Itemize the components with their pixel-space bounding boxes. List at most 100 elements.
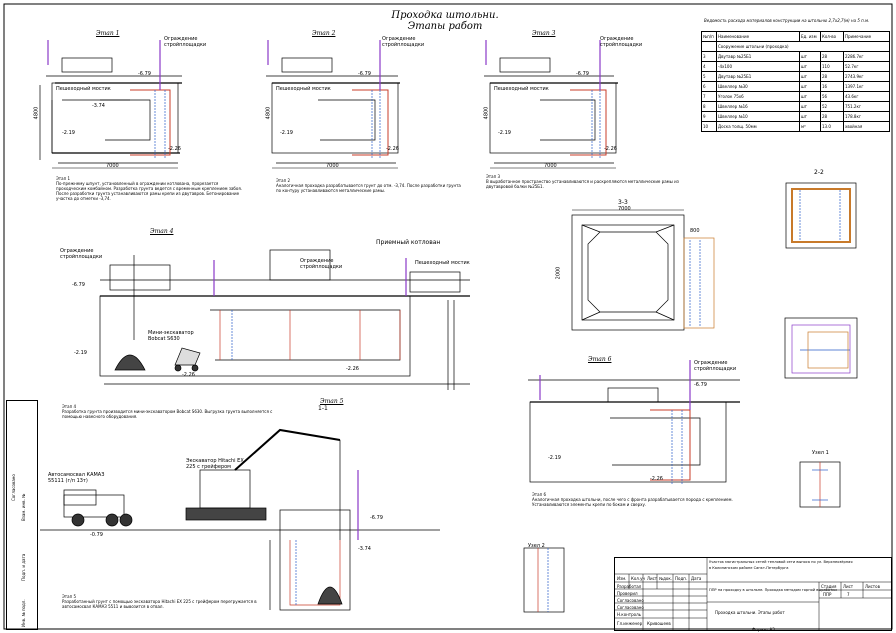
- node-11: [523, 547, 565, 613]
- level-9: -2.19: [498, 130, 511, 136]
- fence-label-4: Ограждение стройплощадки: [60, 248, 103, 260]
- stamp-sheets-lbl: Листов: [865, 584, 880, 589]
- table-cell: 5: [701, 71, 717, 82]
- table-cell: 43.6кг: [843, 91, 890, 102]
- truck-label: Автосамосвал КАМАЗ 55111 (г/п 13т): [48, 472, 105, 484]
- materials-table: №п/п Наименование Ед. изм Кол-во Примеча…: [701, 31, 890, 132]
- level-5: -6.79: [358, 71, 371, 77]
- left-strip: Взам. инв. № Подп. и дата Инв. № подл. С…: [6, 400, 38, 630]
- table-cell: 1397.1кг: [843, 81, 890, 92]
- table-cell: 56: [820, 91, 844, 102]
- dim-2000: 2000: [555, 266, 562, 280]
- table-cell: 4: [701, 61, 717, 72]
- note-stage4: Этап 4 Разработка грунта производится ми…: [62, 404, 273, 419]
- table-subheader: Сооружение штольни (проходка): [716, 41, 890, 52]
- stamp-col: Подп.: [675, 576, 688, 581]
- table-cell: 52: [820, 101, 844, 112]
- table-cell: 13.0: [820, 121, 844, 132]
- stamp-col: Лист: [647, 576, 658, 581]
- table-header: Примечание: [843, 31, 890, 42]
- dim-4800-1: 4800: [33, 106, 40, 120]
- table-cell: 52.7кг: [843, 61, 890, 72]
- level-20: -0.79: [90, 532, 103, 538]
- dim-4800-3: 4800: [483, 106, 490, 120]
- stamp-stage-val: ППР: [823, 592, 832, 597]
- stamp-sheet-lbl: Лист: [843, 584, 854, 589]
- fence-label-1: Ограждение стройплощадки: [164, 36, 207, 48]
- table-cell: 10: [701, 121, 717, 132]
- table-cell: 110: [820, 61, 844, 72]
- stamp-grid: [615, 558, 891, 630]
- table-cell: 28: [820, 51, 844, 62]
- title-block: Изм. Кол.уч Лист №док. Подп. Дата Разраб…: [614, 557, 892, 631]
- table-cell: м³: [799, 121, 821, 132]
- section-11-label: 1-1: [318, 405, 328, 412]
- table-cell: хвойная: [843, 121, 890, 132]
- table-header: Ед. изм: [799, 31, 821, 42]
- cross-gallery-label: Приемный котлован: [376, 239, 441, 246]
- level-16: -2.19: [548, 455, 561, 461]
- table-cell: Доска толщ. 50мм: [716, 121, 800, 132]
- stage4-label: Этап 4: [150, 228, 174, 235]
- stamp-engineer: Кривошеев: [647, 621, 671, 626]
- dim-7000-1: 7000: [106, 163, 119, 169]
- dim-7000-3: 7000: [544, 163, 557, 169]
- table-cell: -4х100: [716, 61, 800, 72]
- dim-4800-2: 4800: [265, 106, 272, 120]
- level-2: -3.74: [92, 103, 105, 109]
- dim-800: 800: [690, 228, 700, 234]
- walkway-label-3: Пешеходный мостик: [494, 86, 549, 92]
- stage5-section: [40, 428, 440, 611]
- table-subheader-row: Сооружение штольни (проходка): [701, 41, 890, 52]
- stamp-role: Согласовано: [617, 605, 644, 610]
- level-15: -6.79: [694, 382, 707, 388]
- stage1-label: Этап 1: [96, 30, 120, 37]
- table-cell: 7: [701, 91, 717, 102]
- section-33: [571, 214, 715, 331]
- strip-d: Согласовано: [11, 474, 16, 501]
- table-header-row: №п/п Наименование Ед. изм Кол-во Примеча…: [701, 31, 890, 42]
- excavator-label: Экскаватор Hitachi EX 225 с грейфером: [186, 458, 244, 470]
- table-cell: 28: [820, 111, 844, 122]
- table-header: №п/п: [701, 31, 717, 42]
- stage5-label: Этап 5: [320, 398, 344, 405]
- table-cell: шт: [799, 91, 821, 102]
- node2-label: Узел 2: [528, 543, 545, 549]
- table-cell: шт: [799, 51, 821, 62]
- level-6: -2.19: [280, 130, 293, 136]
- dim-7000-2: 7000: [326, 163, 339, 169]
- table-cell: 6: [701, 81, 717, 92]
- bobcat-label: Мини-экскаватор Bobcat S630: [148, 330, 194, 342]
- stage2-label: Этап 2: [312, 30, 336, 37]
- strip-b: Подп. и дата: [21, 553, 26, 581]
- section-33-label: 3-3: [618, 199, 628, 206]
- stamp-sheet-name: Проходка штольни. Этапы работ: [715, 610, 785, 615]
- note-stage5: Этап 5 Разработанный грунт с помощью экс…: [62, 594, 257, 609]
- section-22-label: 2-2: [814, 169, 824, 176]
- table-cell: Швеллер №30: [716, 81, 800, 92]
- stamp-stage-lbl: Стадия: [821, 584, 837, 589]
- table-cell: Швеллер №10: [716, 111, 800, 122]
- fence-label-5: Ограждение стройплощадки: [300, 258, 343, 270]
- stamp-role: Гл.инженер: [617, 621, 643, 626]
- walkway-label-4: Пешеходный мостик: [415, 260, 470, 266]
- table-cell: шт: [799, 71, 821, 82]
- stage6-section: [528, 360, 740, 485]
- stamp-col: №док.: [659, 576, 673, 581]
- level-8: -6.79: [576, 71, 589, 77]
- stage2-section: [266, 40, 400, 164]
- stamp-role: Проверил: [617, 591, 638, 596]
- table-cell: шт: [799, 81, 821, 92]
- level-12: -2.19: [74, 350, 87, 356]
- stamp-sheet-val: 7: [847, 592, 850, 597]
- walkway-label-2: Пешеходный мостик: [276, 86, 331, 92]
- level-17: -2.26: [650, 476, 663, 482]
- level-11: -6.79: [72, 282, 85, 288]
